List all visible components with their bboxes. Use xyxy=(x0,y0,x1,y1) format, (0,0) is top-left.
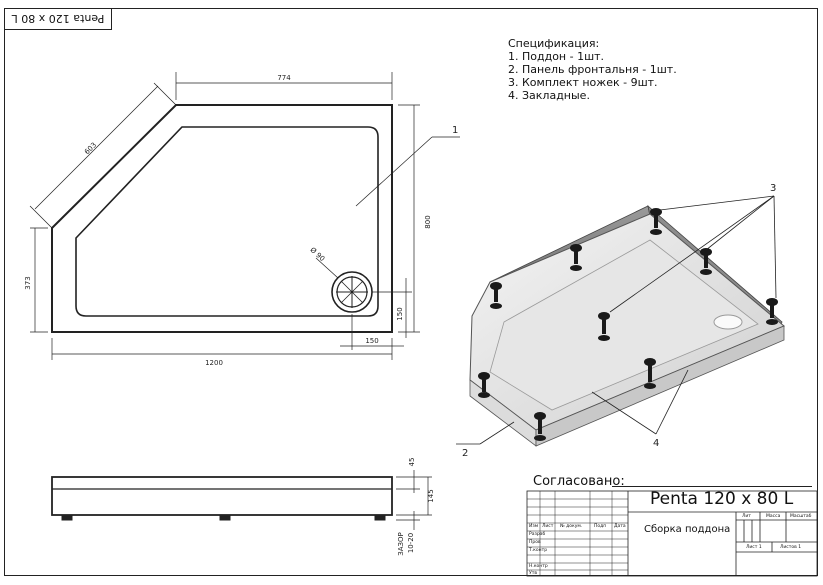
dim-diagonal: 603 xyxy=(83,141,98,156)
title-block-name: Сборка поддона xyxy=(644,524,731,535)
tb-row-utv: Утв xyxy=(529,571,538,576)
callout-4: 4 xyxy=(653,438,659,449)
spec-title: Спецификация: xyxy=(508,37,600,50)
tb-col-date: Дата xyxy=(614,524,626,529)
tb-row-tkontr: Т.контр xyxy=(529,548,548,553)
tb-col-doc: № докум. xyxy=(560,524,583,529)
tb-mass: Масса xyxy=(766,514,781,519)
tb-sheet: Лист 1 xyxy=(746,545,762,550)
tb-row-prov: Пров xyxy=(529,540,541,545)
drawing-frame xyxy=(4,8,818,576)
tb-sheets: Листов 1 xyxy=(780,545,802,550)
spec-item: 2. Панель фронтальня - 1шт. xyxy=(508,63,677,76)
spec-item: 3. Комплект ножек - 9шт. xyxy=(508,76,658,89)
callout-1: 1 xyxy=(452,125,458,136)
callout-2: 2 xyxy=(462,448,468,459)
side-view xyxy=(51,470,432,530)
tray-outline xyxy=(51,104,393,333)
dim-h2: 145 xyxy=(427,489,435,502)
front-panel-right xyxy=(535,325,785,447)
tb-col-izm: Изм xyxy=(529,524,539,529)
tb-row-razrab: Разраб xyxy=(529,532,546,537)
tb-lit: Лит xyxy=(742,514,751,519)
side-profile xyxy=(51,476,393,516)
feet xyxy=(478,208,778,441)
dim-right: 800 xyxy=(424,215,432,228)
iso-drain xyxy=(713,314,743,330)
tray-inner-outline xyxy=(75,126,379,317)
title-block-title: Penta 120 x 80 L xyxy=(650,489,794,509)
dim-bottom: 1200 xyxy=(205,359,223,367)
plan-view xyxy=(29,72,460,360)
isometric-view: 3 2 4 xyxy=(456,183,785,459)
approved-label: Согласовано: xyxy=(533,474,625,489)
specification: Спецификация: 1. Поддон - 1шт. 2. Панель… xyxy=(508,37,677,102)
dimension-lines xyxy=(29,72,420,360)
spec-item: 4. Закладные. xyxy=(508,89,590,102)
tray-basin xyxy=(489,239,759,411)
approved-signature-line xyxy=(612,486,812,487)
tb-row-nkontr: Н.контр xyxy=(529,564,548,569)
dim-top: 774 xyxy=(277,74,291,82)
dim-h1: 45 xyxy=(408,458,416,467)
callout-3: 3 xyxy=(770,183,776,194)
dim-drain-diameter: Ø 90 xyxy=(308,246,326,263)
dim-h4: ЗАЗОР xyxy=(397,532,405,556)
spec-item: 1. Поддон - 1шт. xyxy=(508,50,605,63)
tb-scale: Масштаб xyxy=(790,514,812,519)
dim-h3: 10-20 xyxy=(407,533,415,553)
tb-col-sign: Подп xyxy=(594,524,607,529)
dim-drain-y: 150 xyxy=(396,307,404,320)
dim-drain-x: 150 xyxy=(365,337,378,345)
dim-left: 373 xyxy=(24,276,32,289)
tb-col-list: Лист xyxy=(542,524,554,529)
title-block xyxy=(526,490,818,577)
